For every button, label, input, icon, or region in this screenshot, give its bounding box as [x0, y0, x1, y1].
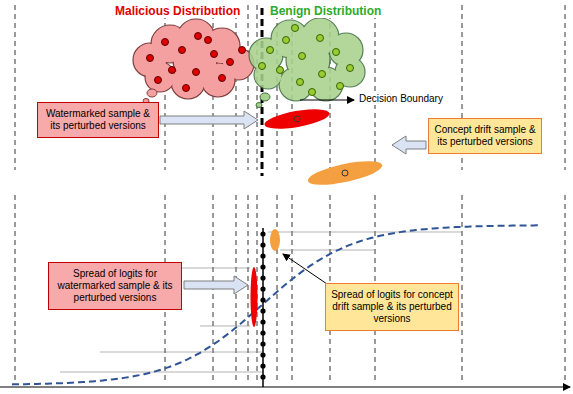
- guide-line: [268, 232, 462, 233]
- grid-line: [248, 5, 249, 170]
- grid-line: [565, 195, 566, 382]
- leader-arrow: [283, 254, 330, 286]
- cloud-bubble: [256, 103, 262, 108]
- sample-dot: [333, 49, 340, 56]
- logit-dot: [260, 286, 265, 291]
- callout-text: Spread of logits for watermarked sample …: [54, 268, 176, 304]
- dashed-grid: [15, 5, 565, 382]
- logit-dot: [260, 363, 265, 368]
- cloud-bubble: [147, 89, 157, 97]
- callout-box: Spread of logits for concept drift sampl…: [325, 283, 459, 331]
- logit-dots: [260, 231, 265, 379]
- logit-dot: [260, 297, 265, 302]
- sample-dot: [183, 85, 190, 92]
- sample-dot: [195, 33, 202, 40]
- logit-dot: [260, 308, 265, 313]
- sample-dot: [211, 51, 218, 58]
- sample-dot: [317, 35, 324, 42]
- callout-text: Watermarked sample & its perturbed versi…: [43, 108, 153, 132]
- sample-dot: [347, 65, 354, 72]
- cloud-fill: [174, 39, 216, 81]
- guide-line: [280, 250, 375, 251]
- callout-text: Spread of logits for concept drift sampl…: [331, 289, 453, 325]
- sample-dot: [227, 59, 234, 66]
- block-arrow: [184, 276, 248, 294]
- sample-dot: [309, 89, 316, 96]
- sample-dot: [319, 71, 326, 78]
- sample-dot: [283, 37, 290, 44]
- watermark-logit-spread: [251, 267, 258, 327]
- sample-dot: [162, 39, 169, 46]
- sample-dot: [219, 75, 226, 82]
- guide-line: [100, 352, 262, 353]
- grid-line: [248, 195, 249, 382]
- guide-line: [180, 268, 250, 269]
- grid-line: [375, 5, 376, 170]
- sample-dot: [179, 47, 186, 54]
- logit-axis: [262, 228, 264, 387]
- benign-cloud: [249, 18, 365, 101]
- logit-dot: [260, 253, 265, 258]
- text-label: Decision Boundary: [357, 93, 445, 105]
- malicious-cloud: [133, 19, 254, 99]
- sample-dot: [292, 25, 299, 32]
- logit-dot: [260, 231, 265, 236]
- sample-dot: [147, 55, 154, 62]
- text-label: Malicious Distribution: [113, 4, 242, 18]
- grid-line: [462, 195, 463, 382]
- sample-dot: [205, 37, 212, 44]
- callout-box: Watermarked sample & its perturbed versi…: [37, 102, 159, 138]
- logit-dot: [260, 275, 265, 280]
- watermark-ellipse: [263, 105, 331, 132]
- block-arrow: [160, 111, 258, 129]
- logit-dot: [260, 319, 265, 324]
- sample-point: [294, 116, 300, 122]
- sample-dot: [297, 79, 304, 86]
- logit-dot: [260, 242, 265, 247]
- cloud-bubble: [260, 93, 270, 101]
- grid-line: [15, 5, 16, 170]
- sample-dot: [155, 77, 162, 84]
- logit-dot: [260, 341, 265, 346]
- grid-line: [292, 195, 293, 382]
- logit-dot: [260, 352, 265, 357]
- leader-arrow: [300, 100, 354, 101]
- callout-text: Concept drift sample & its perturbed ver…: [434, 124, 536, 148]
- sample-dot: [299, 53, 306, 60]
- callout-box: Spread of logits for watermarked sample …: [48, 262, 182, 310]
- sample-dot: [239, 47, 246, 54]
- x-axis: [0, 387, 570, 388]
- text-label: Benign Distribution: [268, 4, 383, 18]
- grid-line: [565, 5, 566, 170]
- cloud-fill: [287, 39, 329, 81]
- decision-boundary-line: [261, 8, 264, 176]
- sample-point: [342, 170, 348, 176]
- logit-dot: [260, 330, 265, 335]
- sample-dot: [169, 67, 176, 74]
- sample-dot: [277, 67, 284, 74]
- callout-box: Concept drift sample & its perturbed ver…: [428, 118, 542, 154]
- grid-line: [277, 195, 278, 382]
- grid-line: [15, 195, 16, 382]
- logit-dot: [260, 264, 265, 269]
- sample-dot: [337, 83, 344, 90]
- sample-dots: [147, 25, 354, 96]
- grid-line: [236, 5, 237, 170]
- sample-dot: [259, 63, 266, 70]
- block-arrow: [392, 136, 426, 154]
- grid-line: [257, 5, 258, 170]
- guide-line: [60, 372, 262, 373]
- logit-dot: [260, 374, 265, 379]
- sigmoid-curve: [12, 225, 540, 384]
- drift-ellipse: [306, 156, 384, 189]
- guide-line: [200, 326, 250, 327]
- sample-dot: [267, 47, 274, 54]
- drift-logit-spread: [270, 229, 280, 251]
- sample-dot: [193, 69, 200, 76]
- cloud-fill: [255, 62, 281, 88]
